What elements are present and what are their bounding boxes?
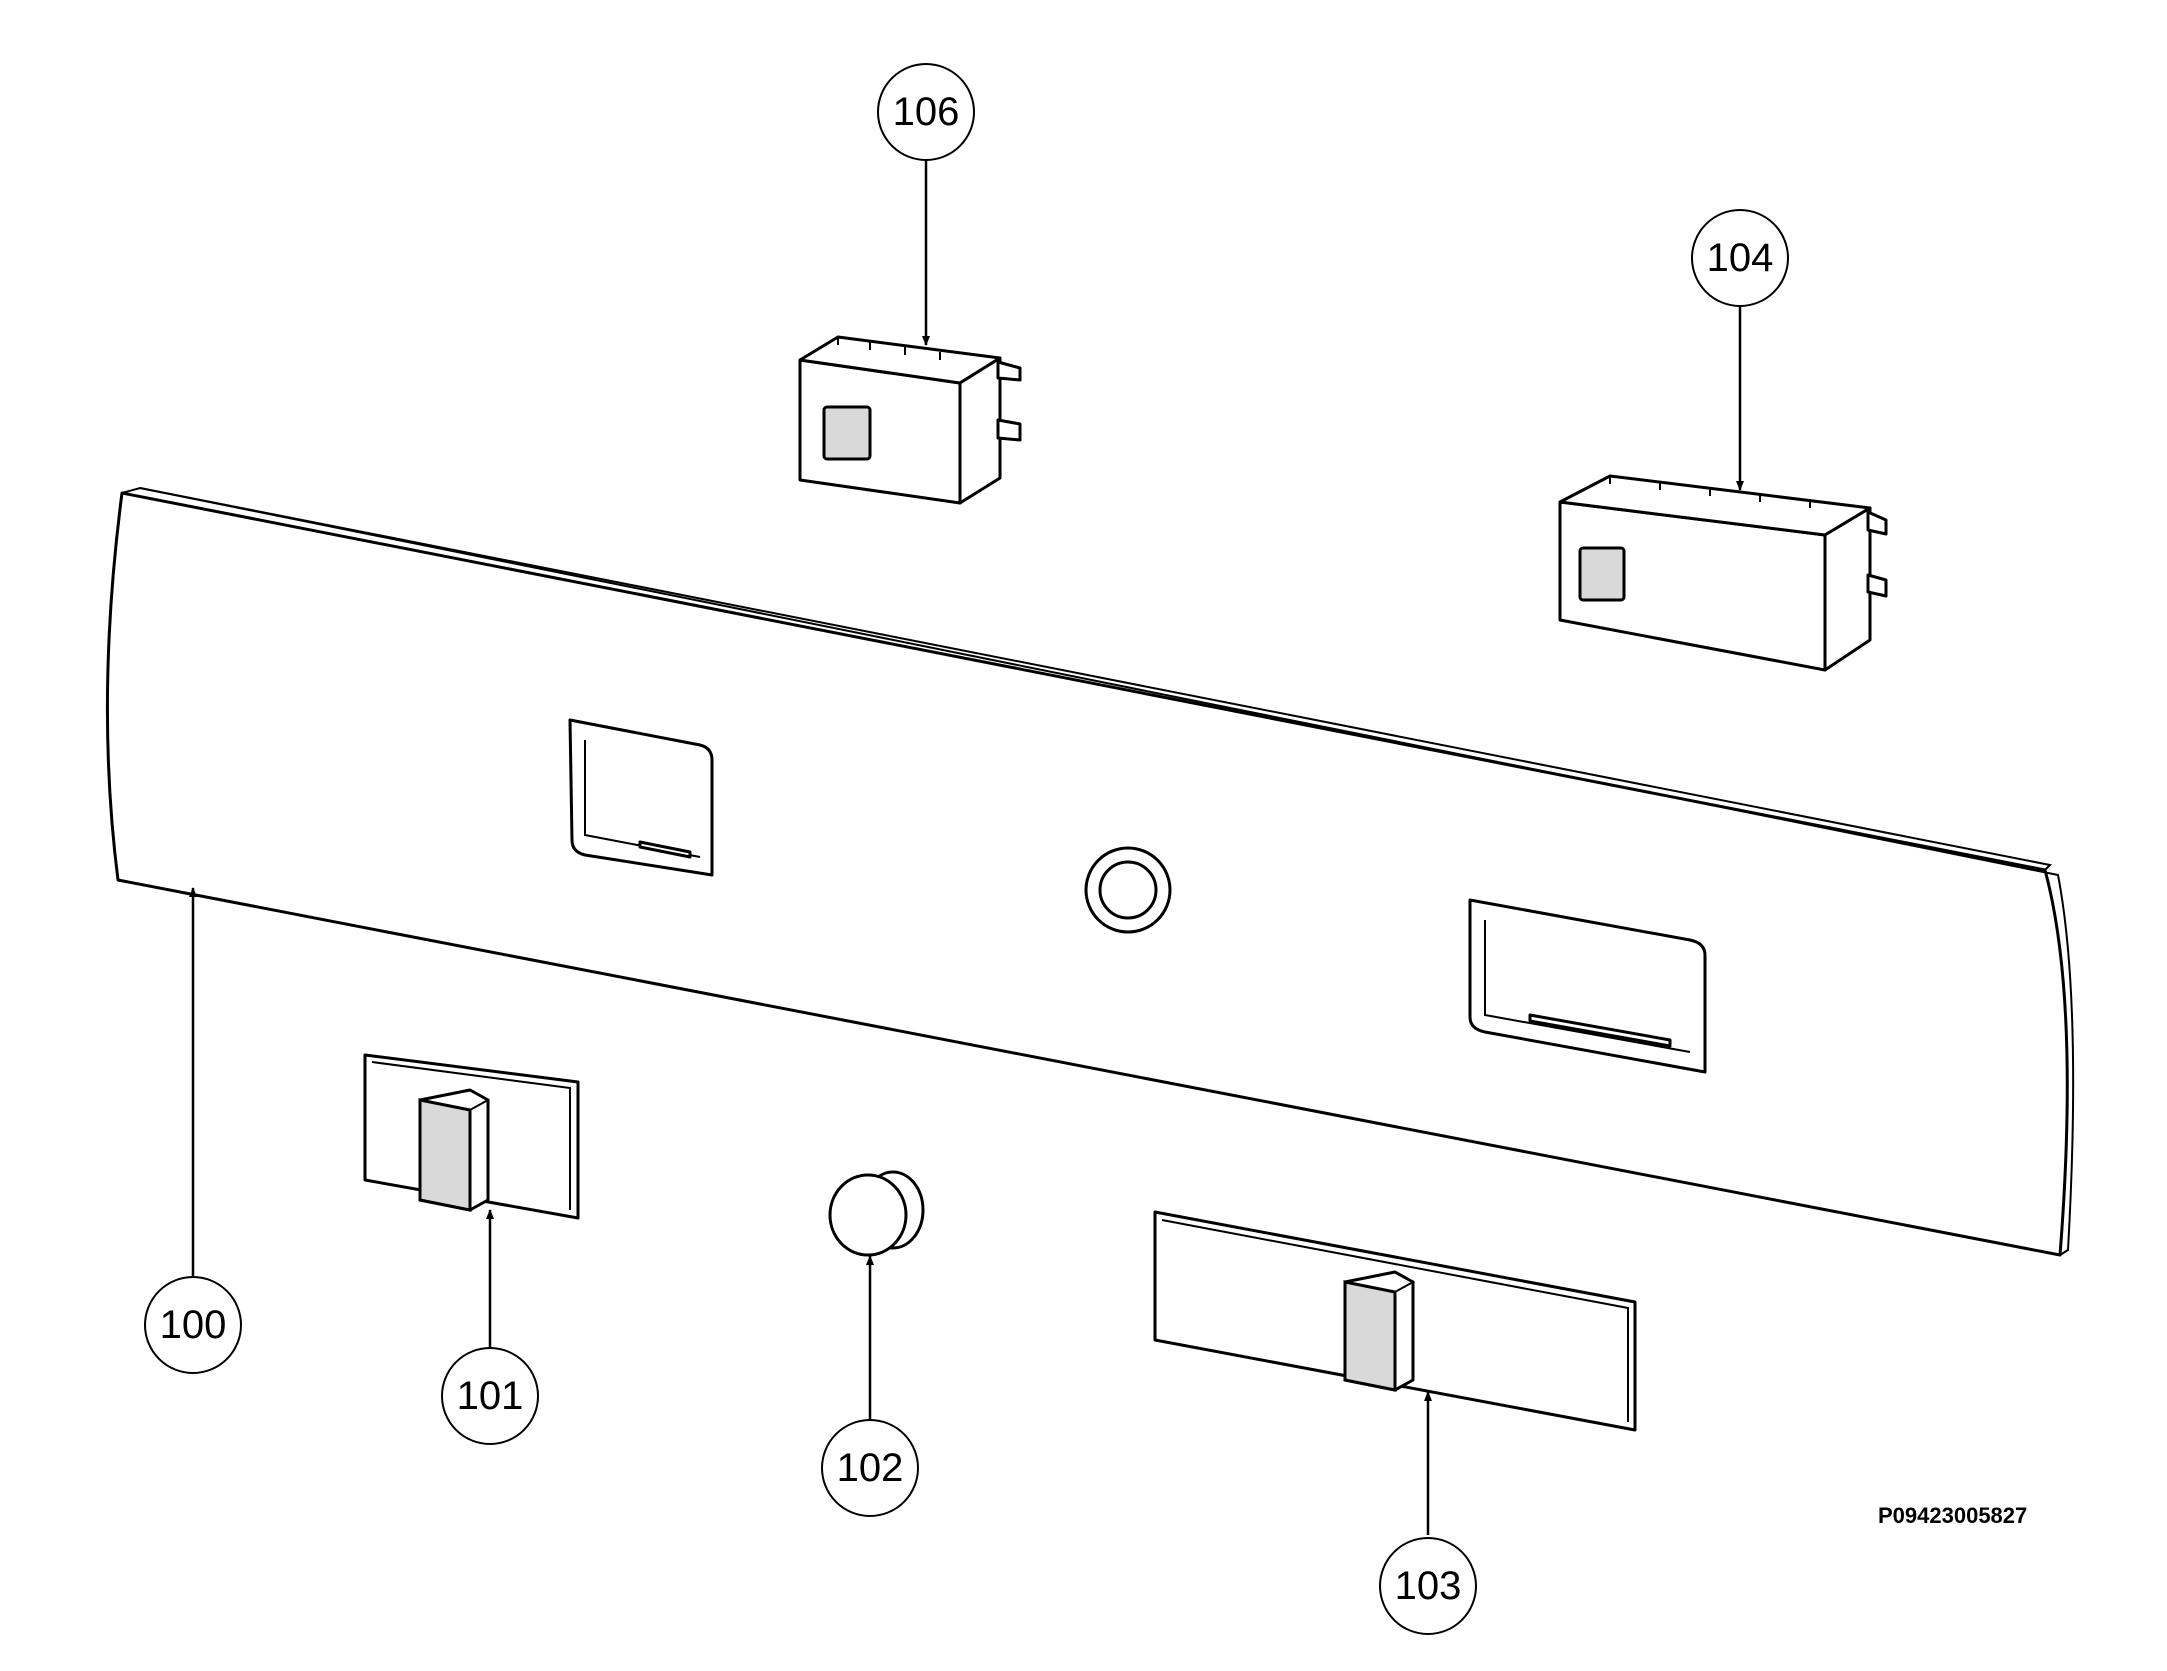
callout-102-label: 102 bbox=[837, 1446, 904, 1490]
callout-104[interactable]: 104 bbox=[1691, 209, 1789, 307]
callout-103[interactable]: 103 bbox=[1379, 1537, 1477, 1635]
callout-100[interactable]: 100 bbox=[144, 1276, 242, 1374]
knob-103 bbox=[1153, 1210, 1637, 1432]
callout-101[interactable]: 101 bbox=[441, 1347, 539, 1445]
switch-104 bbox=[1558, 474, 1888, 672]
callout-106[interactable]: 106 bbox=[877, 63, 975, 161]
plug-102 bbox=[828, 1170, 925, 1257]
switch-106 bbox=[798, 335, 1022, 505]
callout-106-label: 106 bbox=[893, 90, 960, 134]
knob-101 bbox=[363, 1053, 580, 1220]
leader-lines bbox=[189, 152, 1744, 1535]
callout-104-label: 104 bbox=[1707, 236, 1774, 280]
callout-100-label: 100 bbox=[160, 1303, 227, 1347]
callout-103-label: 103 bbox=[1395, 1564, 1462, 1608]
callout-101-label: 101 bbox=[457, 1374, 524, 1418]
drawing-number: P09423005827 bbox=[1878, 1503, 2027, 1528]
front-panel-100 bbox=[105, 486, 2075, 1257]
callout-102[interactable]: 102 bbox=[821, 1419, 919, 1517]
